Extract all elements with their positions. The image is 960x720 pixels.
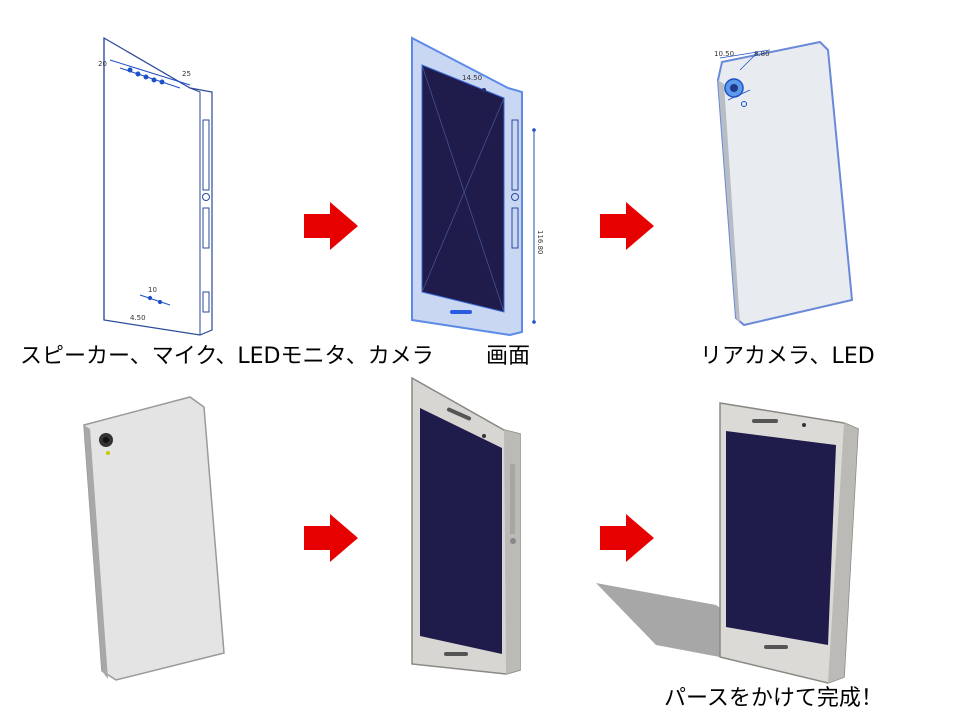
- dimension-label-10-50: 10.50: [714, 50, 734, 58]
- arrow-right-icon: [600, 514, 654, 562]
- dimension-label-116-80: 116.80: [536, 230, 544, 255]
- dimension-label-8-80: 8.80: [754, 50, 770, 58]
- step4-rendered-back-phone: [78, 395, 228, 685]
- dimension-label-14-50: 14.50: [462, 74, 482, 82]
- perspective-phone-drawing: [596, 402, 859, 684]
- dimension-label-4-50: 4.50: [130, 314, 146, 322]
- arrow-right-icon: [304, 202, 358, 250]
- step3-rear-phone: 10.50 8.80: [700, 40, 860, 340]
- wireframe-phone-drawing: 20 25 10 4.50: [98, 36, 213, 336]
- rear-phone-drawing: 10.50 8.80: [714, 40, 854, 327]
- rendered-back-drawing: [83, 396, 225, 681]
- rendered-front-drawing: [411, 376, 521, 675]
- step2-screen-phone: 116.80 14.50: [400, 30, 550, 340]
- screen-phone-drawing: 116.80 14.50: [411, 36, 544, 337]
- dimension-label-20: 20: [98, 60, 107, 68]
- step5-rendered-front-phone: [406, 374, 526, 675]
- step6-perspective-phone: [596, 395, 866, 685]
- dimension-label-10: 10: [148, 286, 157, 294]
- caption-step2: 画面: [486, 344, 531, 369]
- arrow-right-icon: [600, 202, 654, 250]
- caption-step1: スピーカー、マイク、LEDモニタ、カメラ: [20, 344, 434, 369]
- caption-step6: パースをかけて完成！: [664, 686, 883, 711]
- step1-wireframe-phone: 20 25 10 4.50: [90, 30, 220, 340]
- caption-step3: リアカメラ、LED: [700, 344, 875, 369]
- arrow-right-icon: [304, 514, 358, 562]
- dimension-label-25: 25: [182, 70, 191, 78]
